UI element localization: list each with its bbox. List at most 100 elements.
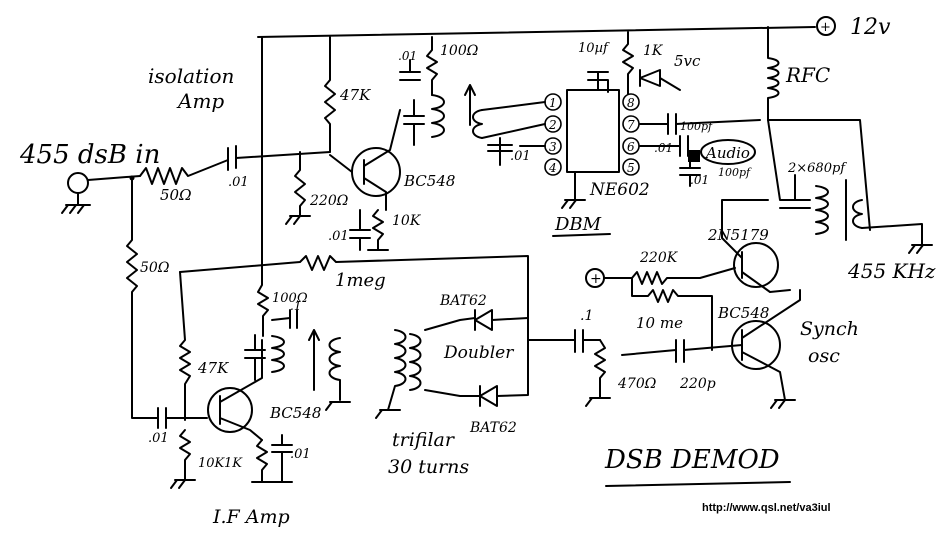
resistor-47k-if xyxy=(179,271,191,421)
c01-bottom-label: .01 xyxy=(290,447,311,462)
resistor-1k-ne xyxy=(622,31,634,95)
synch-oscillator: RFC 2×680pf 455 KHz 2N5179 + 220K 10 me … xyxy=(585,26,936,409)
r47k-if-label: 47K xyxy=(197,359,229,377)
isolation-amp: isolation Amp 47K 220Ω BC548 10K .01 100… xyxy=(148,36,483,251)
q-bc548-if-label: BC548 xyxy=(269,404,321,422)
resistor-1meg xyxy=(179,255,529,341)
source-url: http://www.qsl.net/va3iul xyxy=(702,502,831,514)
synch-label-1: Synch xyxy=(800,318,859,340)
supply-terminal xyxy=(816,16,836,36)
pin-6: 6 xyxy=(627,140,635,154)
pin-8: 8 xyxy=(627,96,635,110)
tank-coil-iso xyxy=(431,94,445,138)
ne602-label: NE602 xyxy=(589,180,650,200)
c100pf-b-label: 100pf xyxy=(718,166,752,179)
cap-tank-iso xyxy=(403,99,425,146)
pin-7: 7 xyxy=(627,118,635,132)
r220k-label: 220K xyxy=(639,250,679,266)
zener-diode xyxy=(639,69,681,91)
diode-bat62-b xyxy=(479,339,529,407)
r10meg-label: 10 me xyxy=(636,314,683,332)
input-label: 455 dsB in xyxy=(19,140,160,170)
r10k-if-label: 10K xyxy=(198,456,226,471)
c01-pin-label: .01 xyxy=(510,149,531,164)
pin-2: 2 xyxy=(548,118,557,132)
output-link-coil xyxy=(845,179,863,241)
r220-label: 220Ω xyxy=(309,193,349,209)
r1k-if-label: 1K xyxy=(224,456,243,471)
c-2x680-label: 2×680pf xyxy=(787,161,847,176)
supply-rail: + 12v xyxy=(257,15,891,40)
if-amp: 100Ω 1meg 47K .01 10K BC548 1K .01 I.F A… xyxy=(148,36,529,528)
cap-01-out xyxy=(679,161,701,187)
r10k-iso-label: 10K xyxy=(392,213,422,229)
coupling-coil-if xyxy=(328,337,341,401)
bat62-b-label: BAT62 xyxy=(469,420,517,436)
cap-10uf xyxy=(587,71,609,93)
c220p-label: 220p xyxy=(679,376,716,392)
ne602-mixer: 1 2 3 4 5 6 7 8 NE602 .01 DBM 10µf 1K 5v… xyxy=(481,31,761,237)
pin-3: 3 xyxy=(549,140,557,154)
audio-label: Audio xyxy=(704,144,750,162)
c01-decoupling-label: .01 xyxy=(398,49,417,63)
r50-shunt-label: 50Ω xyxy=(140,260,170,276)
cap-220p xyxy=(621,339,743,363)
r50-in-label: 50Ω xyxy=(160,186,192,204)
r47k-top-label: 47K xyxy=(339,86,371,104)
title-underline xyxy=(605,481,791,487)
osc-tank-coil xyxy=(815,185,829,235)
r470-label: 470Ω xyxy=(617,376,657,392)
c01-out-label: .01 xyxy=(690,173,709,187)
synch-label-2: osc xyxy=(808,345,840,367)
q-bc548-iso-label: BC548 xyxy=(403,172,455,190)
trifilar-primary xyxy=(387,329,407,411)
doubler-section: Doubler BAT62 BAT62 .1 470Ω trifilar 30 … xyxy=(325,293,657,478)
doubler-label: Doubler xyxy=(443,343,514,363)
cap-1-coupling xyxy=(527,329,601,353)
c10uf-label: 10µf xyxy=(578,41,610,56)
cap-01-left xyxy=(157,407,208,429)
input-connector xyxy=(67,172,89,194)
ne602-pins: 1 2 3 4 5 6 7 8 xyxy=(544,93,640,176)
rfc-choke xyxy=(767,26,780,121)
trifilar-label-2: 30 turns xyxy=(388,456,469,478)
bias-plus-sign: + xyxy=(590,271,602,287)
transistor-2n5179 xyxy=(733,242,779,288)
c-if-label: .1 xyxy=(290,299,301,313)
rfc-label: RFC xyxy=(785,63,830,87)
resistor-470 xyxy=(585,339,611,407)
trifilar-secondary xyxy=(409,333,422,391)
c01-emitter-label: .01 xyxy=(328,229,349,244)
dbm-label: DBM xyxy=(554,214,602,235)
isolation-label-2: Amp xyxy=(176,89,224,113)
transistor-bc548-iso xyxy=(351,147,401,197)
pin-1: 1 xyxy=(549,96,557,110)
resistor-10k-iso xyxy=(367,209,389,251)
resistor-50-shunt xyxy=(126,177,159,419)
trifilar-label-1: trifilar xyxy=(392,429,456,451)
c01-ne-label: .01 xyxy=(654,141,673,155)
transistor-bc548-if xyxy=(207,387,253,433)
resistor-220 xyxy=(285,151,311,225)
cap-01-in xyxy=(227,145,237,171)
cap-01-decoupling xyxy=(399,59,421,81)
resistor-10meg xyxy=(631,277,713,351)
cap-01-ne xyxy=(639,113,761,135)
diode-bat62-a xyxy=(474,309,529,331)
c01-in-label: .01 xyxy=(228,175,249,190)
bat62-a-label: BAT62 xyxy=(439,293,487,309)
q-2n5179-label: 2N5179 xyxy=(707,226,769,244)
r1k-ne-label: 1K xyxy=(643,43,664,59)
c100pf-a-label: 100pf xyxy=(680,120,714,133)
resistor-220k xyxy=(603,267,736,285)
resistor-50-in xyxy=(139,159,229,185)
resistor-47k-top xyxy=(324,36,336,153)
r100-top-label: 100Ω xyxy=(440,43,479,59)
zener-label: 5vc xyxy=(674,52,701,70)
pin-4: 4 xyxy=(548,161,557,175)
pin-5: 5 xyxy=(627,161,635,175)
link-coil-iso xyxy=(472,109,483,139)
c01-left-label: .01 xyxy=(148,431,169,446)
